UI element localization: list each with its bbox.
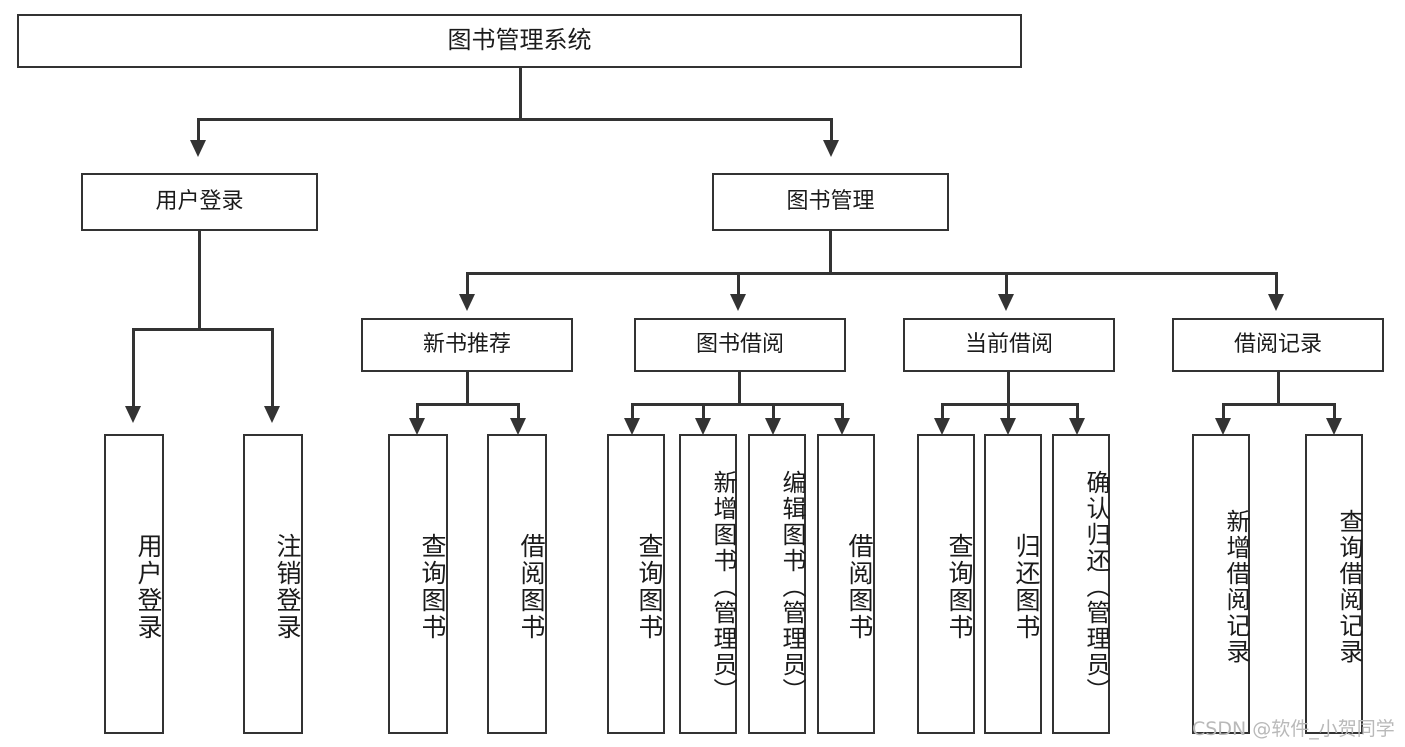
leaf-edit-book-admin[interactable]: 编辑图书（管理员） — [748, 434, 806, 734]
leaf-logout[interactable]: 注销登录 — [243, 434, 303, 734]
arrow-icon-br-2 — [1326, 418, 1342, 435]
arrow-icon-bb-4 — [834, 418, 850, 435]
connector-drop-br-2 — [1333, 403, 1336, 423]
arrow-icon-book-borrow — [730, 294, 746, 311]
arrow-icon-borrow-record — [1268, 294, 1284, 311]
connector-drop-nb-1 — [416, 403, 419, 423]
connector-borrow-record-stem — [1277, 372, 1280, 406]
arrow-icon-cb-2 — [1000, 418, 1016, 435]
node-label: 当前借阅 — [964, 332, 1053, 358]
connector-borrow-record-bus — [1222, 403, 1336, 406]
connector-drop-cb-3 — [1076, 403, 1079, 423]
node-borrow-record[interactable]: 借阅记录 — [1172, 318, 1384, 372]
leaf-add-book-admin[interactable]: 新增图书（管理员） — [679, 434, 737, 734]
connector-current-borrow-stem — [1007, 372, 1010, 406]
connector-drop-leaf-logout — [271, 328, 274, 410]
connector-user-login-bus — [132, 328, 274, 331]
node-new-book-recommend[interactable]: 新书推荐 — [361, 318, 573, 372]
connector-drop-book-management — [830, 118, 833, 145]
leaf-user-login[interactable]: 用户登录 — [104, 434, 164, 734]
node-label: 借阅图书 — [845, 533, 874, 641]
leaf-confirm-return-admin[interactable]: 确认归还（管理员） — [1052, 434, 1110, 734]
arrow-icon-cb-3 — [1069, 418, 1085, 435]
connector-drop-new-book — [466, 272, 469, 299]
leaf-add-borrow-record[interactable]: 新增借阅记录 — [1192, 434, 1250, 734]
connector-drop-current-borrow — [1005, 272, 1008, 299]
watermark-text: CSDN @软件_小贺同学 — [1192, 718, 1395, 740]
connector-drop-cb-1 — [941, 403, 944, 423]
node-label: 注销登录 — [273, 533, 302, 641]
node-label: 图书管理 — [786, 189, 875, 215]
connector-current-borrow-bus — [941, 403, 1079, 406]
connector-drop-bb-2 — [702, 403, 705, 423]
leaf-query-book-borrow[interactable]: 查询图书 — [607, 434, 665, 734]
node-label: 新书推荐 — [422, 332, 511, 358]
arrow-icon-bb-1 — [624, 418, 640, 435]
leaf-borrow-book-recommend[interactable]: 借阅图书 — [487, 434, 547, 734]
connector-book-borrow-bus — [631, 403, 844, 406]
arrow-icon-user-login — [190, 140, 206, 157]
connector-user-login-stem — [198, 231, 201, 331]
connector-book-management-bus — [466, 272, 1278, 275]
arrow-icon-cb-1 — [934, 418, 950, 435]
connector-drop-user-login — [197, 118, 200, 145]
connector-new-book-bus — [416, 403, 520, 406]
node-label: 用户登录 — [155, 189, 244, 215]
connector-drop-cb-2 — [1007, 403, 1010, 423]
node-book-management[interactable]: 图书管理 — [712, 173, 949, 231]
node-label: 查询图书 — [945, 533, 974, 641]
node-book-borrow[interactable]: 图书借阅 — [634, 318, 846, 372]
arrow-icon-book-management — [823, 140, 839, 157]
arrow-icon-leaf-user-login — [125, 406, 141, 423]
node-label: 图书借阅 — [695, 332, 784, 358]
leaf-query-book-current[interactable]: 查询图书 — [917, 434, 975, 734]
arrow-icon-current-borrow — [998, 294, 1014, 311]
connector-drop-br-1 — [1222, 403, 1225, 423]
node-label: 查询图书 — [418, 533, 447, 641]
arrow-icon-bb-2 — [695, 418, 711, 435]
node-label: 用户登录 — [134, 533, 163, 641]
node-label: 查询图书 — [635, 533, 664, 641]
arrow-icon-nb-1 — [409, 418, 425, 435]
connector-root-stem — [519, 68, 522, 120]
connector-book-management-stem — [829, 231, 832, 275]
connector-new-book-stem — [466, 372, 469, 406]
arrow-icon-bb-3 — [765, 418, 781, 435]
node-label: 借阅图书 — [517, 533, 546, 641]
arrow-icon-nb-2 — [510, 418, 526, 435]
node-current-borrow[interactable]: 当前借阅 — [903, 318, 1115, 372]
connector-drop-book-borrow — [737, 272, 740, 299]
node-label: 图书管理系统 — [447, 26, 592, 55]
node-label: 确认归还（管理员） — [1082, 470, 1110, 704]
leaf-borrow-book[interactable]: 借阅图书 — [817, 434, 875, 734]
node-label: 查询借阅记录 — [1335, 509, 1363, 665]
node-label: 归还图书 — [1012, 533, 1041, 641]
leaf-query-book-recommend[interactable]: 查询图书 — [388, 434, 448, 734]
leaf-return-book[interactable]: 归还图书 — [984, 434, 1042, 734]
leaf-query-borrow-record[interactable]: 查询借阅记录 — [1305, 434, 1363, 734]
connector-drop-bb-4 — [841, 403, 844, 423]
connector-drop-bb-3 — [772, 403, 775, 423]
connector-book-borrow-stem — [738, 372, 741, 406]
connector-drop-leaf-user-login — [132, 328, 135, 410]
node-label: 新增图书（管理员） — [709, 470, 737, 704]
connector-root-bus — [197, 118, 833, 121]
node-label: 借阅记录 — [1233, 332, 1322, 358]
arrow-icon-leaf-logout — [264, 406, 280, 423]
node-user-login[interactable]: 用户登录 — [81, 173, 318, 231]
node-label: 编辑图书（管理员） — [778, 470, 806, 704]
connector-drop-bb-1 — [631, 403, 634, 423]
node-label: 新增借阅记录 — [1222, 509, 1250, 665]
connector-drop-borrow-record — [1275, 272, 1278, 299]
connector-drop-nb-2 — [517, 403, 520, 423]
arrow-icon-br-1 — [1215, 418, 1231, 435]
arrow-icon-new-book — [459, 294, 475, 311]
node-root-book-management-system[interactable]: 图书管理系统 — [17, 14, 1022, 68]
